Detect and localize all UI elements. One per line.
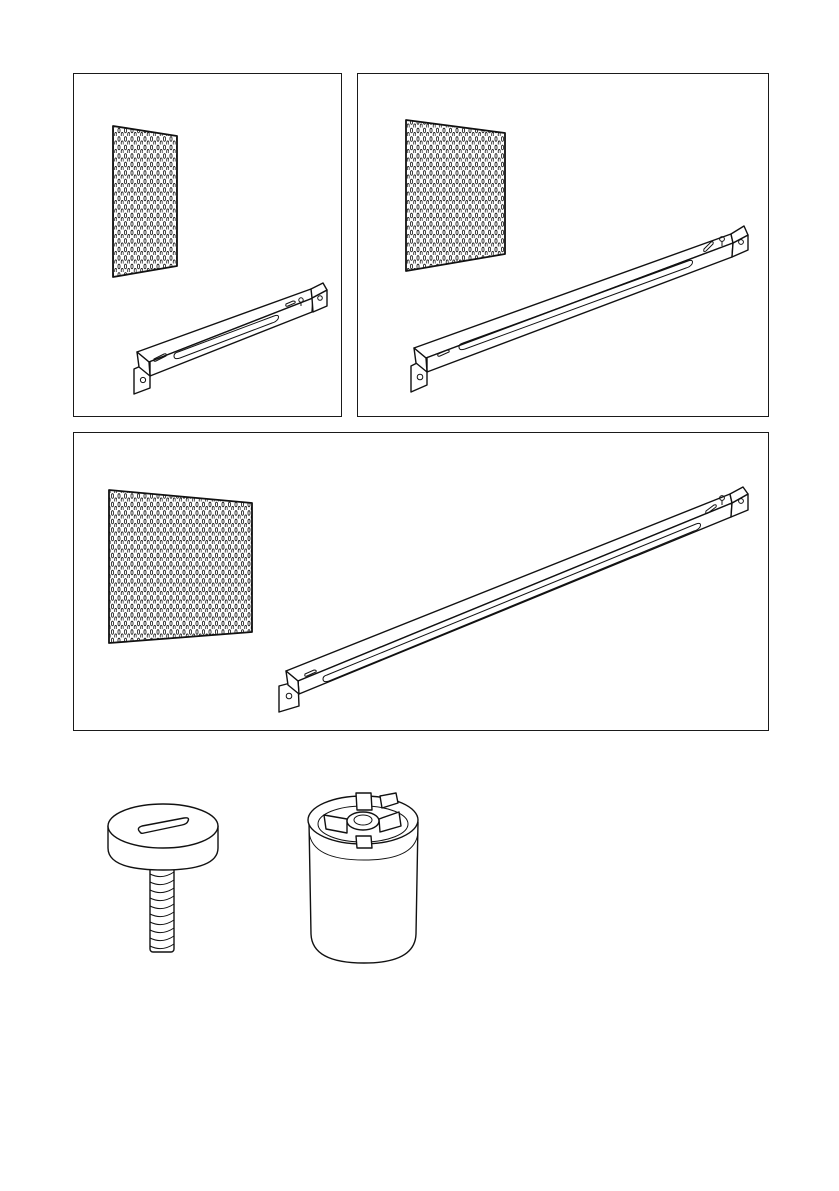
pegboard-small (113, 126, 177, 277)
rail-large (279, 487, 748, 712)
foot-screw-part (108, 804, 218, 952)
rail-small (134, 283, 327, 394)
screw-thread (150, 858, 174, 952)
spacer-plug-part (308, 793, 418, 963)
pegboard-medium (406, 120, 505, 271)
pegboard-large (109, 490, 252, 643)
